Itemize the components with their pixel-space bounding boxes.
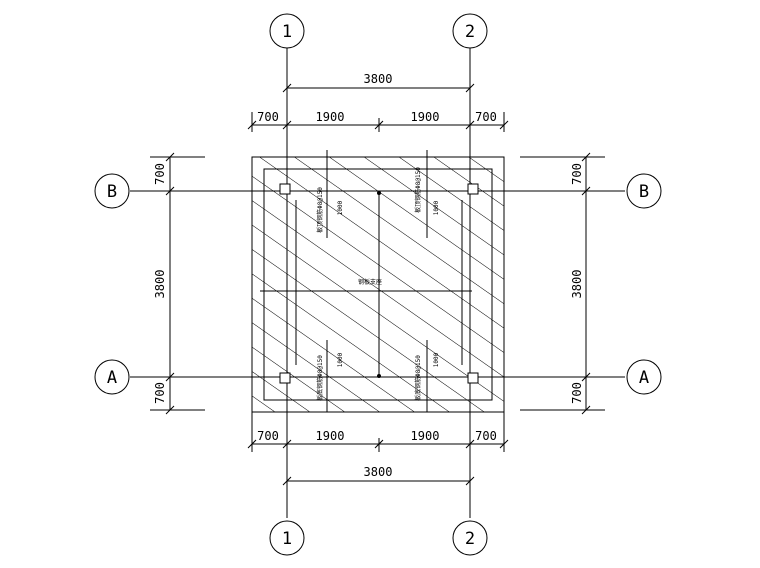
dim-left-700-bottom: 700 [153, 382, 167, 404]
bubble-2-bottom-label: 2 [465, 529, 475, 549]
dim-bottom-1900-left: 1900 [316, 429, 345, 443]
bubble-a-left [94, 359, 130, 395]
rebar-notes: 板顶钢筋Φ8@150 1000 板顶钢筋Φ8@150 1000 板底钢筋Φ8@1… [316, 167, 440, 401]
dim-bottom-700-left: 700 [257, 429, 279, 443]
bubble-2-top [452, 13, 488, 49]
bubble-2-bottom [452, 520, 488, 556]
bubble-1-top-label: 1 [282, 22, 292, 42]
column-a2 [467, 372, 479, 384]
column-a1 [279, 372, 291, 384]
bubble-1-bottom-label: 1 [282, 529, 292, 549]
dim-right-700-bottom: 700 [570, 382, 584, 404]
rebar-note-top-right: 板顶钢筋Φ8@150 [414, 167, 422, 213]
bubble-2-top-label: 2 [465, 22, 475, 42]
rebar-note-bottom-left: 板底钢筋Φ8@150 [316, 355, 324, 401]
grid-bubbles [94, 13, 662, 556]
bubble-a-right-label: A [639, 368, 649, 388]
bubble-b-left-label: B [107, 182, 117, 202]
bubble-a-left-label: A [107, 368, 117, 388]
rebar-len-top-right: 1000 [433, 200, 440, 215]
dimension-text-right: 700 3800 700 [570, 163, 584, 404]
bubble-b-left [94, 173, 130, 209]
bubble-a-right [626, 359, 662, 395]
dimensions-left [150, 152, 205, 415]
columns [279, 183, 479, 384]
dim-left-overall: 3800 [153, 270, 167, 299]
rebar-len-top-left: 1000 [337, 200, 344, 215]
rebar-len-bottom-left: 1000 [337, 352, 344, 367]
anchor-dots [377, 191, 381, 378]
dimensions-right [520, 152, 605, 415]
dim-bottom-700-right: 700 [475, 429, 497, 443]
dimension-text-top: 3800 700 1900 1900 700 [257, 72, 497, 124]
dimension-text-bottom: 700 1900 1900 700 3800 [257, 429, 497, 479]
column-b2 [467, 183, 479, 195]
dim-bottom-overall: 3800 [364, 465, 393, 479]
dim-right-700-top: 700 [570, 163, 584, 185]
rebar-lines [295, 150, 463, 412]
dim-top-1900-left: 1900 [316, 110, 345, 124]
center-label: 钢板支座 [358, 278, 382, 286]
dim-left-700-top: 700 [153, 163, 167, 185]
bubble-b-right-label: B [639, 182, 649, 202]
column-b1 [279, 183, 291, 195]
rebar-note-top-left: 板顶钢筋Φ8@150 [316, 187, 324, 233]
rebar-len-bottom-right: 1000 [433, 352, 440, 367]
dimensions-bottom [247, 412, 509, 486]
dim-right-overall: 3800 [570, 270, 584, 299]
grid-bubble-labels: 1 2 1 2 B A B A [107, 22, 649, 549]
bubble-1-bottom [269, 520, 305, 556]
bubble-1-top [269, 13, 305, 49]
bubble-b-right [626, 173, 662, 209]
dim-top-overall: 3800 [364, 72, 393, 86]
dimensions-top [247, 83, 509, 132]
dim-top-700-right: 700 [475, 110, 497, 124]
dim-top-1900-right: 1900 [411, 110, 440, 124]
dim-bottom-1900-right: 1900 [411, 429, 440, 443]
dimension-text-left: 700 3800 700 [153, 163, 167, 404]
dim-top-700-left: 700 [257, 110, 279, 124]
rebar-note-bottom-right: 板底钢筋Φ8@150 [414, 355, 422, 401]
